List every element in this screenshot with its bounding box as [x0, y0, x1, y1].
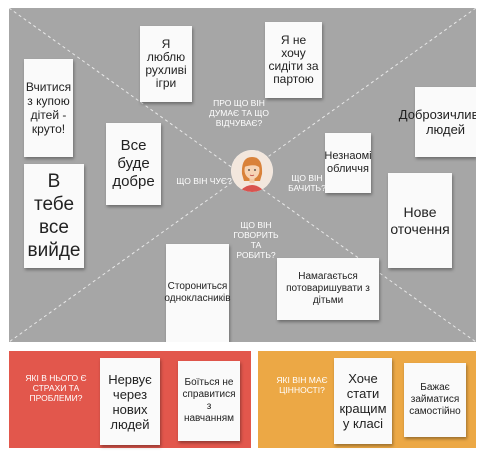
note-nervous: Нервує через нових людей: [100, 358, 160, 445]
empathy-map-board: ПРО ЩО ВІН ДУМАЄ ТА ЩО ВІДЧУВАЄ? ЩО ВІН …: [9, 8, 476, 342]
values-panel-label: ЯКІ ВІН МАЄ ЦІННОСТІ?: [276, 375, 328, 395]
note-avoids: Сторониться однокласників: [164, 244, 231, 342]
fears-panel: ЯКІ В НЬОГО Є СТРАХИ ТА ПРОБЛЕМИ? Нервує…: [9, 351, 251, 448]
note-environment: Нове оточення: [388, 173, 452, 268]
values-panel: ЯКІ ВІН МАЄ ЦІННОСТІ? Хоче стати кращим …: [258, 351, 476, 448]
question-see: ЩО ВІН БАЧИТЬ?: [288, 173, 326, 193]
note-befriend: Намагається потоваришувати з дітьми: [277, 258, 379, 320]
note-sitting: Я не хочу сидіти за партою: [265, 22, 322, 98]
note-you-can: В тебе все вийде: [24, 164, 84, 268]
note-afraid: Боїться не справитися з навчанням: [178, 361, 240, 441]
question-think-feel: ПРО ЩО ВІН ДУМАЄ ТА ЩО ВІДЧУВАЄ?: [209, 98, 269, 128]
note-self: Бажає займатися самостійно: [404, 363, 466, 437]
fears-panel-label: ЯКІ В НЬОГО Є СТРАХИ ТА ПРОБЛЕМИ?: [25, 373, 87, 403]
note-fine: Все буде добре: [106, 123, 161, 205]
question-hear: ЩО ВІН ЧУЄ?: [176, 176, 232, 186]
note-kind: Доброзичливих людей: [399, 87, 476, 157]
note-learn: Вчитися з купою дітей - круто!: [24, 59, 73, 157]
note-games: Я люблю рухливі ігри: [140, 26, 192, 102]
note-strangers: Незнаомі обличчя: [324, 133, 372, 193]
person-avatar-icon: [231, 150, 273, 192]
question-say-do: ЩО ВІН ГОВОРИТЬ ТА РОБИТЬ?: [233, 220, 279, 260]
note-better: Хоче стати кращим у класі: [334, 358, 392, 444]
